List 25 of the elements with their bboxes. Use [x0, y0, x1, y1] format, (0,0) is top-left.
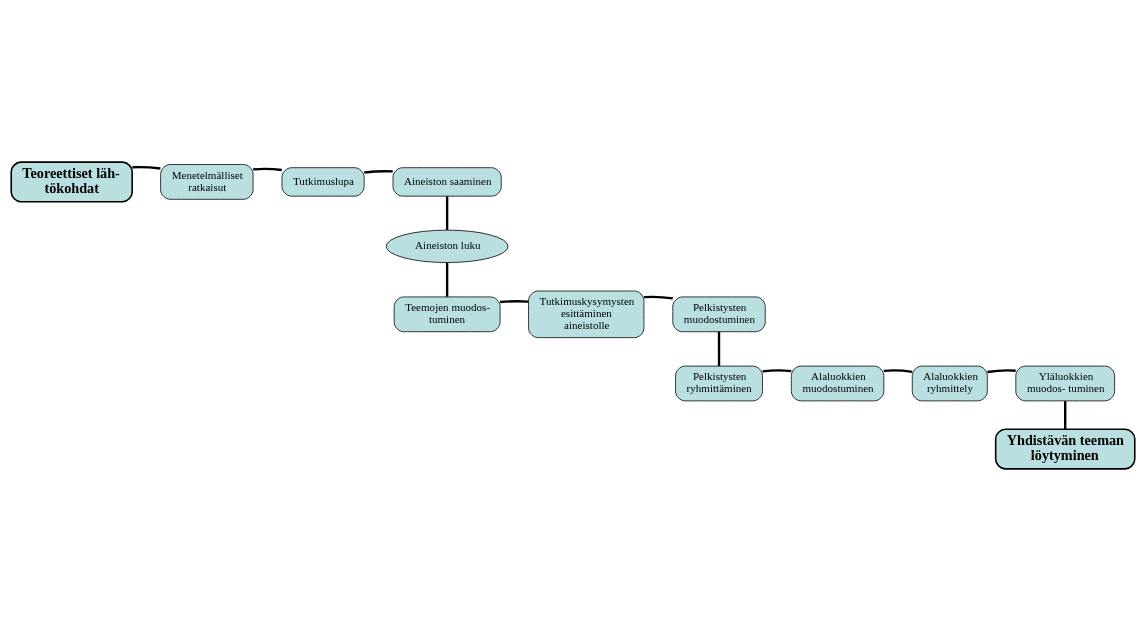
node-box: Yhdistävän teeman löytyminen	[994, 428, 1136, 470]
connector	[762, 369, 792, 373]
connector	[1064, 401, 1067, 430]
connector	[253, 167, 282, 172]
node-box: Alaluokkien muodostuminen	[790, 365, 885, 402]
connector	[445, 196, 449, 230]
node-box: Alaluokkien ryhmittely	[911, 365, 988, 402]
connector	[883, 369, 913, 374]
node-box: Pelkistysten muodostuminen	[672, 296, 766, 333]
connector	[717, 331, 721, 366]
connector	[987, 369, 1016, 374]
node-box: Tutkimuslupa	[281, 167, 365, 197]
node-box: Teemojen muodos- tuminen	[393, 296, 501, 333]
node-box: Tutkimuskysymysten esittäminen aineistolle	[528, 290, 645, 339]
connector	[500, 300, 529, 304]
connector	[445, 262, 449, 297]
node-box: Yläluokkien muodos- tuminen	[1015, 365, 1115, 402]
connector	[364, 170, 393, 174]
node-box: Pelkistysten ryhmittäminen	[675, 365, 763, 402]
connector	[132, 165, 161, 170]
connector	[644, 295, 673, 300]
node-box: Aineiston saaminen	[392, 167, 502, 197]
node-box: Menetelmälliset ratkaisut	[160, 164, 254, 200]
node-box: Teoreettiset läh- tökohdat	[10, 161, 133, 203]
node-ellipse: Aineiston luku	[385, 229, 509, 263]
